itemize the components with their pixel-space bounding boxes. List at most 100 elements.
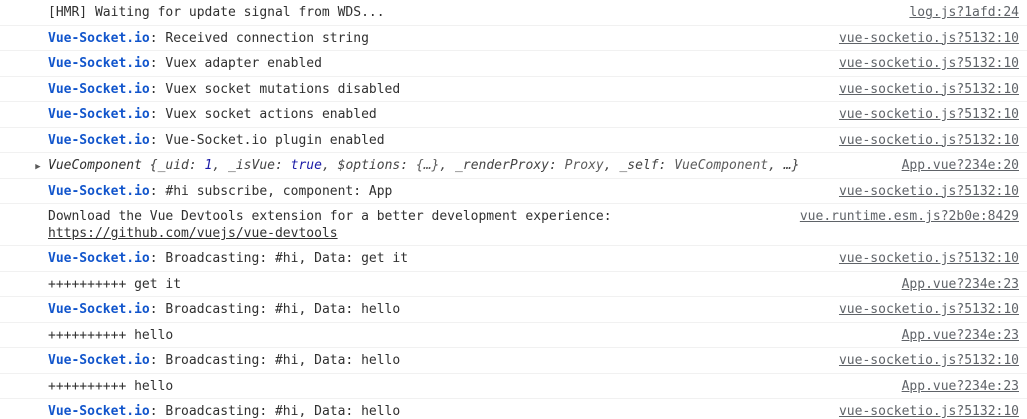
object-preview: {_uid: 1, _isVue: true, $options: {…}, _… [150, 158, 800, 173]
console-source-link[interactable]: vue-socketio.js?5132:10 [838, 107, 1019, 122]
console-message-tag-colon: : [149, 404, 166, 419]
console-source-link[interactable]: vue-socketio.js?5132:10 [838, 132, 1019, 148]
console-row[interactable]: [HMR] Waiting for update signal from WDS… [0, 0, 1027, 26]
console-message-text: Download the Vue Devtools extension for … [24, 208, 784, 242]
console-message-tag-colon: : [149, 81, 166, 97]
console-row[interactable]: ++++++++++ get it App.vue?234e:23 [0, 271, 1027, 297]
console-row[interactable]: Vue-Socket.io: Broadcasting: #hi, Data: … [0, 348, 1027, 374]
console-message-text: ++++++++++ hello [24, 327, 886, 344]
console-source-link[interactable]: vue-socketio.js?5132:10 [838, 353, 1019, 368]
console-source-link[interactable]: App.vue?234e:20 [901, 158, 1019, 173]
console-message-tag: Vue-Socket.io [48, 81, 150, 97]
console-message-body: Broadcasting: #hi, Data: hello [165, 353, 401, 368]
object-brace-close: } [791, 158, 800, 173]
console-message-tag: Vue-Socket.io [48, 302, 150, 317]
console-source-link[interactable]: log.js?1afd:24 [909, 5, 1019, 20]
console-message-tag-colon: : [149, 353, 166, 368]
console-message-text: Vue-Socket.io: Vue-Socket.io plugin enab… [24, 132, 823, 149]
console-message-body: Broadcasting: #hi, Data: get it [165, 251, 409, 266]
console-row[interactable]: Vue-Socket.io: Received connection strin… [0, 25, 1027, 51]
console-message-tag: Vue-Socket.io [48, 404, 150, 419]
console-message-tag-colon: : [149, 107, 166, 122]
console-message-body: ++++++++++ get it [48, 276, 182, 292]
object-brace-open: { [149, 158, 158, 173]
console-row[interactable]: Vue-Socket.io: Broadcasting: #hi, Data: … [0, 399, 1027, 419]
console-message-tag: Vue-Socket.io [48, 56, 150, 71]
console-message-text: Vue-Socket.io: Received connection strin… [24, 30, 823, 47]
console-message-text: ▶ VueComponent {_uid: 1, _isVue: true, $o… [24, 157, 886, 174]
object-separator: , [768, 158, 784, 173]
console-message-tag-colon: : [149, 132, 166, 148]
console-source-link[interactable]: vue-socketio.js?5132:10 [838, 81, 1019, 97]
object-property-value: Proxy [564, 158, 604, 173]
object-property-value: 1 [204, 158, 213, 173]
object-property-key: _isVue: [228, 158, 291, 173]
console-source-link[interactable]: vue-socketio.js?5132:10 [838, 302, 1019, 317]
object-property-key: _uid: [157, 158, 205, 173]
object-property-key: $options: [337, 158, 416, 173]
console-message-tag: Vue-Socket.io [48, 251, 150, 266]
console-message-tag: Vue-Socket.io [48, 30, 150, 46]
console-source-link[interactable]: App.vue?234e:23 [901, 276, 1019, 292]
console-message-body: Vuex adapter enabled [165, 56, 322, 71]
object-property-key: _renderProxy: [455, 158, 565, 173]
console-message-body: ++++++++++ hello [48, 327, 174, 343]
console-source-link[interactable]: vue-socketio.js?5132:10 [838, 183, 1019, 199]
console-message-tag-colon: : [149, 251, 166, 266]
console-message-tag-colon: : [149, 56, 166, 71]
console-message-tag: Vue-Socket.io [48, 132, 150, 148]
console-row[interactable]: ▶ VueComponent {_uid: 1, _isVue: true, $o… [0, 153, 1027, 179]
console-row[interactable]: Download the Vue Devtools extension for … [0, 204, 1027, 246]
console-source-link[interactable]: vue-socketio.js?5132:10 [838, 30, 1019, 46]
console-message-body: ++++++++++ hello [48, 378, 174, 394]
console-message-tag: Vue-Socket.io [48, 183, 150, 199]
console-message-text: Vue-Socket.io: Broadcasting: #hi, Data: … [24, 301, 823, 318]
object-separator: , [321, 158, 338, 173]
console-source-link[interactable]: App.vue?234e:23 [901, 378, 1019, 394]
console-source-link[interactable]: vue-socketio.js?5132:10 [838, 404, 1019, 419]
console-message-text: Vue-Socket.io: Broadcasting: #hi, Data: … [24, 403, 823, 419]
console-message-tag-colon: : [149, 30, 166, 46]
disclosure-triangle-icon[interactable]: ▶ [35, 162, 41, 172]
console-row[interactable]: Vue-Socket.io: Vue-Socket.io plugin enab… [0, 127, 1027, 153]
console-row[interactable]: Vue-Socket.io: Broadcasting: #hi, Data: … [0, 297, 1027, 323]
console-row[interactable]: Vue-Socket.io: Broadcasting: #hi, Data: … [0, 246, 1027, 272]
object-separator: , [603, 158, 620, 173]
console-message-tag: Vue-Socket.io [48, 353, 150, 368]
console-message-body: Download the Vue Devtools extension for … [48, 209, 612, 224]
console-source-link[interactable]: vue-socketio.js?5132:10 [838, 251, 1019, 266]
console-source-link[interactable]: App.vue?234e:23 [901, 327, 1019, 343]
devtools-url-link[interactable]: https://github.com/vuejs/vue-devtools [48, 226, 338, 241]
console-source-link[interactable]: vue.runtime.esm.js?2b0e:8429 [799, 209, 1019, 224]
object-property-value: true [290, 158, 322, 173]
console-source-link[interactable]: vue-socketio.js?5132:10 [838, 56, 1019, 71]
console-message-body: Vuex socket actions enabled [165, 107, 377, 122]
console-message-tag-colon: : [149, 183, 166, 199]
object-property-value: VueComponent [674, 158, 769, 173]
console-message-body: Vuex socket mutations disabled [165, 81, 401, 97]
console-row[interactable]: ++++++++++ hello App.vue?234e:23 [0, 322, 1027, 348]
console-message-text: [HMR] Waiting for update signal from WDS… [24, 4, 893, 21]
console-message-body: Broadcasting: #hi, Data: hello [165, 302, 401, 317]
console-message-text: ++++++++++ hello [24, 378, 886, 395]
object-constructor-name: VueComponent [48, 158, 150, 173]
console-message-text: Vue-Socket.io: Vuex adapter enabled [24, 55, 823, 72]
console-message-tag: Vue-Socket.io [48, 107, 150, 122]
console-row[interactable]: Vue-Socket.io: Vuex socket mutations dis… [0, 76, 1027, 102]
object-property-key: _self: [619, 158, 675, 173]
console-row[interactable]: Vue-Socket.io: Vuex adapter enabled vue-s… [0, 51, 1027, 77]
console-message-text: Vue-Socket.io: Broadcasting: #hi, Data: … [24, 352, 823, 369]
console-message-body: [HMR] Waiting for update signal from WDS… [48, 5, 385, 20]
console-message-body: Broadcasting: #hi, Data: hello [165, 404, 401, 419]
console-message-text: Vue-Socket.io: Broadcasting: #hi, Data: … [24, 250, 823, 267]
console-row[interactable]: Vue-Socket.io: #hi subscribe, component:… [0, 178, 1027, 204]
console-message-tag-colon: : [149, 302, 166, 317]
object-preview-ellipsis: … [783, 158, 792, 173]
console-row[interactable]: ++++++++++ hello App.vue?234e:23 [0, 373, 1027, 399]
console-message-text: Vue-Socket.io: Vuex socket mutations dis… [24, 81, 823, 98]
console-message-text: ++++++++++ get it [24, 276, 886, 293]
console-row[interactable]: Vue-Socket.io: Vuex socket actions enabl… [0, 102, 1027, 128]
object-separator: , [212, 158, 229, 173]
console-message-body: Vue-Socket.io plugin enabled [165, 132, 385, 148]
